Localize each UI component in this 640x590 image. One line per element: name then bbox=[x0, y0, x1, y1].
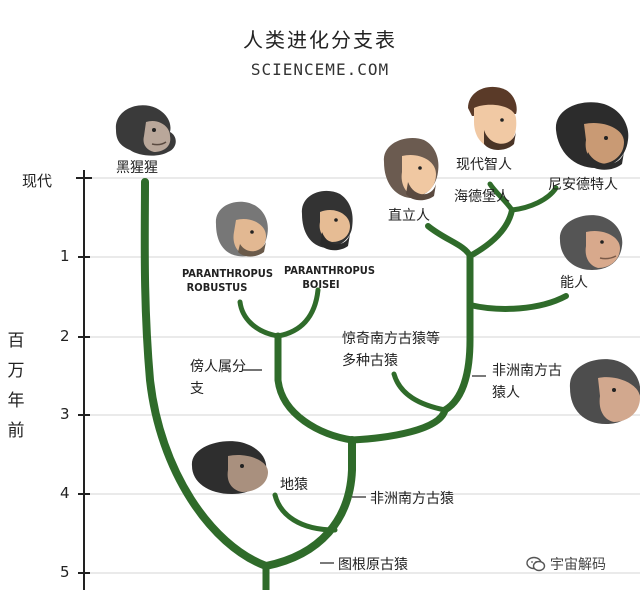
label-paranthropus-boisei: PARANTHROPUS BOISEI bbox=[284, 264, 375, 291]
diagram-title: 人类进化分支表 bbox=[243, 28, 397, 52]
branch-surprising bbox=[391, 371, 448, 413]
label-surprising-australopiths: 惊奇南方古猿等多种古猿 bbox=[342, 331, 440, 369]
label-heidelbergensis: 海德堡人 bbox=[454, 189, 510, 205]
axis-tick-1: 1 bbox=[60, 247, 70, 265]
ardipithecus-head-icon bbox=[191, 441, 268, 494]
label-australopithecus-afarensis: 非洲南方古猿 bbox=[370, 491, 454, 507]
branch-erectus bbox=[425, 223, 473, 259]
label-paranthropus-branch: 傍人属分支 bbox=[190, 359, 246, 397]
branch-australopithecus bbox=[348, 406, 449, 444]
branch-boisei bbox=[275, 287, 321, 339]
branch-ardipithecus bbox=[272, 492, 338, 533]
neanderthal-head-icon bbox=[555, 102, 629, 170]
branch-neanderthal bbox=[509, 185, 559, 213]
paranthropus-boisei-head-icon bbox=[301, 190, 353, 251]
label-australopithecus-africanus: 非洲南方古猿人 bbox=[492, 363, 562, 401]
time-axis bbox=[76, 170, 92, 590]
label-homo-sapiens: 现代智人 bbox=[456, 157, 512, 173]
branch-sapiens bbox=[487, 181, 515, 213]
label-chimpanzee: 黑猩猩 bbox=[116, 160, 158, 176]
label-homo-habilis: 能人 bbox=[560, 275, 588, 291]
branch-robustus bbox=[237, 299, 281, 339]
branch-habilis bbox=[467, 293, 569, 312]
diagram-subtitle: SCIENCEME.COM bbox=[250, 60, 390, 79]
homo-sapiens-head-icon bbox=[468, 86, 517, 150]
wechat-icon bbox=[526, 556, 546, 572]
chimpanzee-head-icon bbox=[115, 105, 176, 156]
leader-lines bbox=[242, 369, 486, 564]
label-ardipithecus: 地猿 bbox=[280, 477, 308, 493]
axis-tick-present: 现代 bbox=[22, 172, 53, 190]
branch-chimpanzee bbox=[140, 178, 270, 570]
paranthropus-robustus-head-icon bbox=[215, 201, 268, 257]
homo-habilis-head-icon bbox=[559, 215, 623, 270]
label-tugenensis: 图根原古猿 bbox=[338, 557, 408, 573]
axis-tick-2: 2 bbox=[60, 327, 70, 345]
label-homo-erectus: 直立人 bbox=[388, 208, 430, 224]
axis-tick-4: 4 bbox=[60, 484, 70, 502]
axis-tick-5: 5 bbox=[60, 563, 70, 581]
axis-tick-3: 3 bbox=[60, 405, 70, 423]
branches bbox=[140, 178, 569, 590]
label-neanderthal: 尼安德特人 bbox=[548, 177, 618, 193]
homo-erectus-head-icon bbox=[383, 138, 439, 201]
branch-paranthropus bbox=[274, 332, 356, 444]
axis-unit-label: 百万年前 bbox=[7, 331, 25, 441]
label-paranthropus-robustus: PARANTHROPUS ROBUSTUS bbox=[182, 267, 273, 294]
gridlines bbox=[84, 177, 640, 574]
watermark-text: 宇宙解码 bbox=[550, 557, 606, 573]
branch-homo-stem bbox=[441, 252, 474, 414]
branch-heidelberg bbox=[467, 207, 515, 259]
australopithecus-africanus-head-icon bbox=[569, 359, 640, 424]
